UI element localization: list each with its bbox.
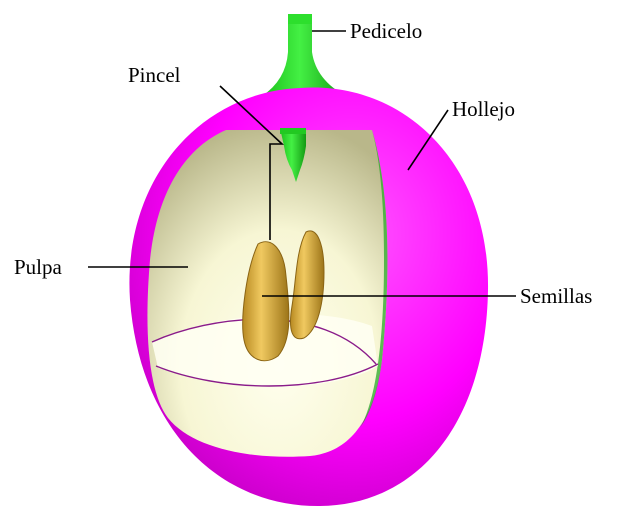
label-pedicelo: Pedicelo <box>350 19 422 43</box>
label-semillas: Semillas <box>520 284 592 308</box>
pedicelo-stem <box>262 14 346 96</box>
label-pincel: Pincel <box>128 63 181 87</box>
label-pulpa: Pulpa <box>14 255 63 279</box>
label-hollejo: Hollejo <box>452 97 515 121</box>
